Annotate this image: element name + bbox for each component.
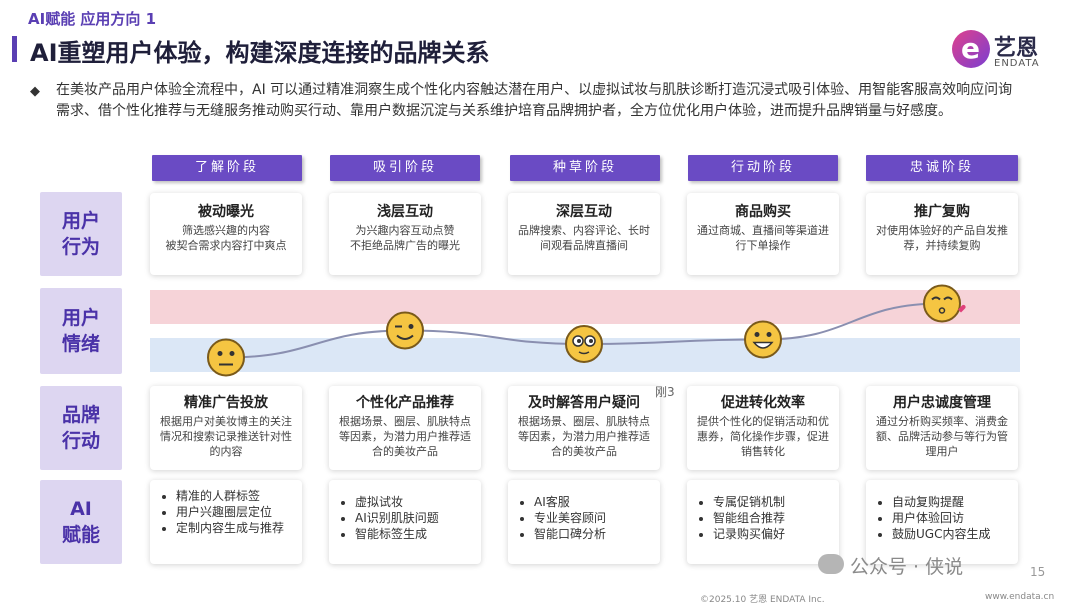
wechat-icon [818,554,844,574]
brand-desc: 根据场景、圈层、肌肤特点等因素，为潜力用户推荐适合的美妆产品 [518,415,650,458]
row-label-emotion: 用户情绪 [40,288,122,374]
brand-card-5: 用户忠诚度管理 通过分析购买频率、消费金额、品牌活动参与等行为管理用户 [866,386,1018,470]
behavior-title: 商品购买 [735,204,791,220]
ai-list-item: 自动复购提醒 [892,494,1018,510]
ai-list-item: 虚拟试妆 [355,494,481,510]
ai-list-item: 智能标签生成 [355,526,481,542]
behavior-title: 浅层互动 [377,204,433,220]
ai-list-item: AI识别肌肤问题 [355,510,481,526]
ai-list-item: 专属促销机制 [713,494,839,510]
row-label-line: 情绪 [61,333,100,355]
endata-logo: 艺恩 ENDATA [952,28,1064,74]
stage-header-1: 了解阶段 [152,155,302,181]
intro-paragraph: 在美妆产品用户体验全流程中，AI 可以通过精准洞察生成个性化内容触达潜在用户、以… [56,82,1013,119]
behavior-desc: 通过商城、直播间等渠道进行下单操作 [697,224,829,252]
behavior-desc: 筛选感兴趣的内容 被契合需求内容打中爽点 [165,224,287,252]
brand-title: 个性化产品推荐 [356,395,454,411]
ai-list-item: 智能组合推荐 [713,510,839,526]
brand-desc: 根据用户对美妆博主的关注情况和搜索记录推送针对性的内容 [160,415,292,458]
smile-face-icon [744,320,782,359]
behavior-card-1: 被动曝光 筛选感兴趣的内容 被契合需求内容打中爽点 [150,193,302,275]
row-label-line: 行动 [61,430,100,452]
logo-text-cn: 艺恩 [994,36,1039,61]
brand-title: 促进转化效率 [721,395,805,411]
eyes-face-icon [565,325,603,363]
row-label-line: 用户 [61,210,100,232]
ai-list-item: 定制内容生成与推荐 [176,520,302,536]
ai-card-2: 虚拟试妆 AI识别肌肤问题 智能标签生成 [329,480,481,564]
brand-desc: 通过分析购买频率、消费金额、品牌活动参与等行为管理用户 [876,415,1008,458]
stage-header-3: 种草阶段 [510,155,660,181]
behavior-card-5: 推广复购 对使用体验好的产品自发推荐，并持续复购 [866,193,1018,275]
ai-list-item: AI客服 [534,494,660,510]
row-label-line: 行为 [61,236,100,258]
row-label-ai: AI 赋能 [40,480,122,564]
emotion-curve-svg [207,284,966,377]
brand-card-4: 促进转化效率 提供个性化的促销活动和优惠券，简化操作步骤，促进销售转化 [687,386,839,470]
ai-list-item: 智能口碑分析 [534,526,660,542]
ai-card-4: 专属促销机制 智能组合推荐 记录购买偏好 [687,480,839,564]
row-label-line: AI [70,498,92,520]
behavior-card-4: 商品购买 通过商城、直播间等渠道进行下单操作 [687,193,839,275]
behavior-card-3: 深层互动 品牌搜索、内容评论、长时间观看品牌直播间 [508,193,660,275]
brand-card-2: 个性化产品推荐 根据场景、圈层、肌肤特点等因素，为潜力用户推荐适合的美妆产品 [329,386,481,470]
wink-face-icon [386,311,424,350]
logo-text-en: ENDATA [994,58,1040,69]
kiss-face-icon [923,284,966,323]
ai-card-5: 自动复购提醒 用户体验回访 鼓励UGC内容生成 [866,480,1018,564]
stray-text: 刚3 [655,385,675,399]
ai-list-item: 用户体验回访 [892,510,1018,526]
stage-header-2: 吸引阶段 [330,155,480,181]
page-title: AI重塑用户体验，构建深度连接的品牌关系 [30,39,490,67]
title-accent-bar [12,36,17,62]
footer-url: www.endata.cn [985,592,1055,602]
ai-list-item: 记录购买偏好 [713,526,839,542]
row-label-brand: 品牌行动 [40,386,122,470]
brand-title: 精准广告投放 [184,395,268,411]
row-label-line: 赋能 [61,524,100,546]
footer-copyright: ©2025.10 艺恩 ENDATA Inc. [700,595,825,605]
ai-card-1: 精准的人群标签 用户兴趣圈层定位 定制内容生成与推荐 [150,480,302,564]
row-label-behavior: 用户行为 [40,192,122,276]
ai-list-item: 专业美容顾问 [534,510,660,526]
positive-emotion-band [150,290,1020,324]
ai-list-item: 精准的人群标签 [176,488,302,504]
stage-header-4: 行动阶段 [688,155,838,181]
page-number: 15 [1030,565,1046,579]
brand-desc: 根据场景、圈层、肌肤特点等因素，为潜力用户推荐适合的美妆产品 [339,415,471,458]
brand-title: 用户忠诚度管理 [893,395,991,411]
behavior-title: 推广复购 [914,204,970,220]
brand-title: 及时解答用户疑问 [528,395,640,411]
ai-list-item: 鼓励UGC内容生成 [892,526,1018,542]
behavior-card-2: 浅层互动 为兴趣内容互动点赞 不拒绝品牌广告的曝光 [329,193,481,275]
neutral-face-icon [207,338,245,377]
behavior-title: 被动曝光 [198,204,254,220]
row-label-line: 用户 [61,307,100,329]
brand-card-1: 精准广告投放 根据用户对美妆博主的关注情况和搜索记录推送针对性的内容 [150,386,302,470]
stage-header-5: 忠诚阶段 [866,155,1018,181]
brand-card-3: 及时解答用户疑问 根据场景、圈层、肌肤特点等因素，为潜力用户推荐适合的美妆产品 [508,386,660,470]
behavior-desc: 为兴趣内容互动点赞 不拒绝品牌广告的曝光 [350,224,460,252]
ai-card-3: AI客服 专业美容顾问 智能口碑分析 [508,480,660,564]
row-label-line: 品牌 [61,404,100,426]
section-kicker: AI赋能 应用方向 1 [28,10,157,28]
watermark-text: 公众号 · 侠说 [850,556,964,578]
behavior-title: 深层互动 [556,204,612,220]
logo-mark-icon [952,30,990,68]
diamond-bullet-icon: ◆ [30,84,40,99]
behavior-desc: 品牌搜索、内容评论、长时间观看品牌直播间 [518,224,650,252]
emotion-faces [207,284,966,377]
behavior-desc: 对使用体验好的产品自发推荐，并持续复购 [876,224,1008,252]
brand-desc: 提供个性化的促销活动和优惠券，简化操作步骤，促进销售转化 [697,415,829,458]
ai-list-item: 用户兴趣圈层定位 [176,504,302,520]
